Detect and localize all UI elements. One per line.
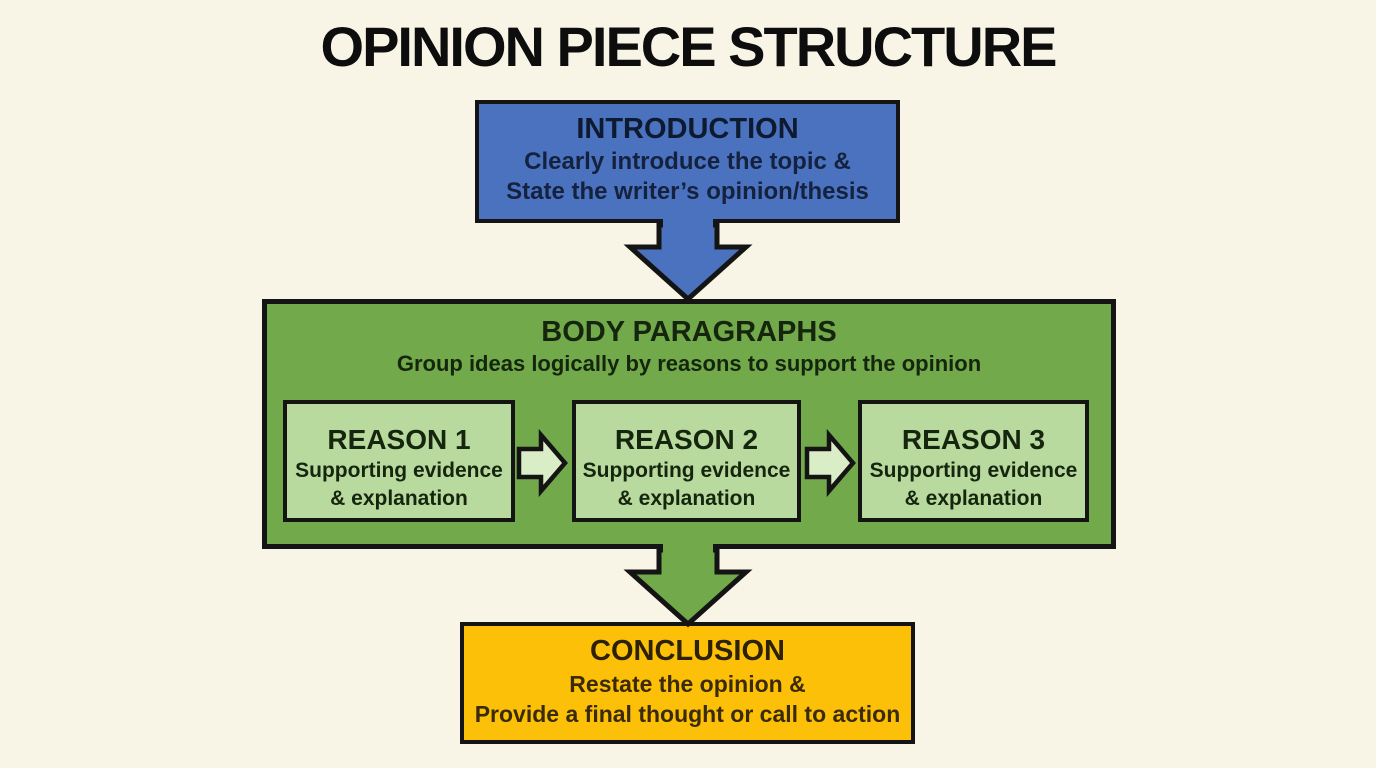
reason-2-box: REASON 2 Supporting evidence & explanati… — [572, 400, 801, 522]
reason-3-line-1: Supporting evidence — [869, 459, 1078, 482]
conclusion-heading: CONCLUSION — [590, 635, 785, 667]
down-arrow-body-to-conclusion-icon — [623, 547, 753, 628]
reason-3-box: REASON 3 Supporting evidence & explanati… — [858, 400, 1089, 522]
right-arrow-reason1-to-reason2-icon — [516, 428, 568, 498]
reason-1-box: REASON 1 Supporting evidence & explanati… — [283, 400, 515, 522]
conclusion-box: CONCLUSION Restate the opinion & Provide… — [460, 622, 915, 744]
introduction-box: INTRODUCTION Clearly introduce the topic… — [475, 100, 900, 223]
reason-1-heading: REASON 1 — [327, 424, 471, 455]
arrow-joint-green — [663, 543, 713, 555]
conclusion-line-1: Restate the opinion & — [569, 671, 806, 697]
reason-2-line-2: & explanation — [617, 487, 756, 510]
body-paragraphs-subheading: Group ideas logically by reasons to supp… — [396, 351, 982, 376]
reason-3-heading: REASON 3 — [901, 424, 1046, 455]
down-arrow-intro-to-body-icon — [623, 222, 753, 303]
body-paragraphs-box: BODY PARAGRAPHS Group ideas logically by… — [262, 299, 1116, 549]
page-title: OPINION PIECE STRUCTURE — [320, 15, 1058, 78]
arrow-joint-blue — [663, 218, 713, 230]
reason-2-heading: REASON 2 — [614, 424, 759, 455]
reason-1-line-2: & explanation — [330, 487, 468, 510]
introduction-heading: INTRODUCTION — [576, 113, 799, 145]
reason-3-line-2: & explanation — [904, 487, 1043, 510]
introduction-line-2: State the writer’s opinion/thesis — [506, 178, 869, 205]
reason-1-line-1: Supporting evidence — [295, 459, 503, 482]
body-paragraphs-heading: BODY PARAGRAPHS — [541, 316, 837, 348]
right-arrow-reason2-to-reason3-icon — [804, 428, 856, 498]
conclusion-line-2: Provide a final thought or call to actio… — [474, 701, 901, 727]
introduction-line-1: Clearly introduce the topic & — [524, 148, 851, 175]
reason-2-line-1: Supporting evidence — [582, 459, 791, 482]
